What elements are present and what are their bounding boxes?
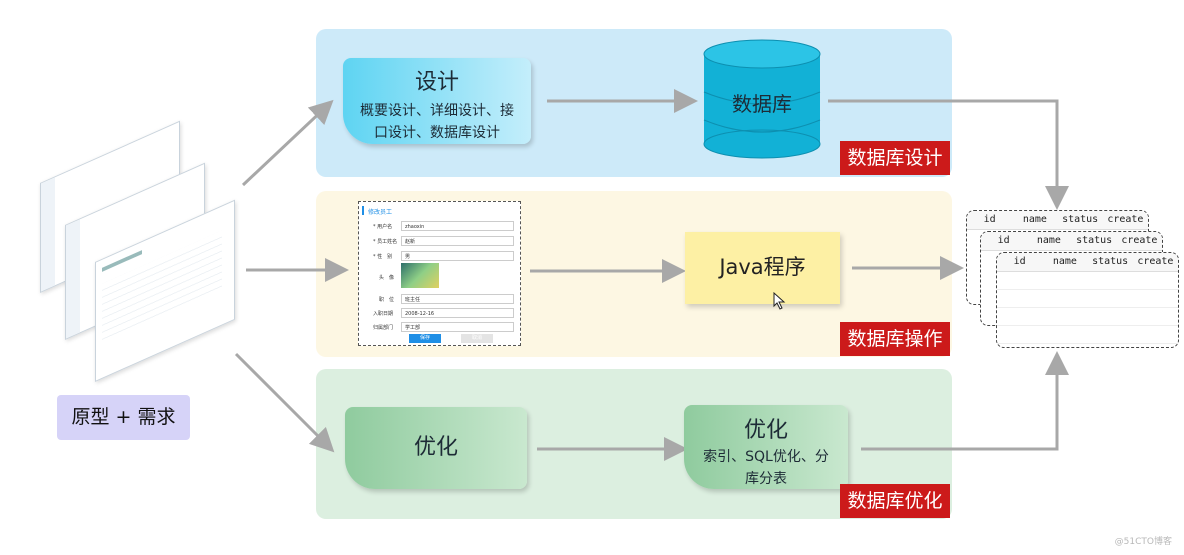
tag-database-design: 数据库设计 — [840, 141, 950, 175]
field-label: 职 位 — [379, 297, 395, 303]
table-row — [997, 272, 1178, 290]
design-card: 设计 概要设计、详细设计、接口设计、数据库设计 — [343, 58, 531, 144]
database-cylinder — [703, 39, 821, 159]
optimize-detail-title: 优化 — [743, 418, 788, 443]
field-label: 头 像 — [379, 275, 395, 281]
cursor-icon — [773, 292, 786, 310]
prototype-requirement-label: 原型 + 需求 — [57, 395, 190, 440]
optimize-detail-subtitle: 索引、SQL优化、分库分表 — [703, 449, 829, 487]
cancel-button[interactable]: 取消 — [461, 334, 493, 343]
name-input[interactable]: 赵新 — [401, 236, 514, 246]
arrow-to-design — [241, 99, 334, 187]
tag-database-operate: 数据库操作 — [840, 322, 950, 356]
arrow-to-optimize — [234, 352, 335, 453]
department-select[interactable]: 学工部 — [401, 322, 514, 332]
field-label: * 员工姓名 — [373, 239, 398, 245]
table-row — [997, 326, 1178, 344]
design-title: 设计 — [414, 70, 459, 95]
avatar-image[interactable] — [401, 263, 439, 288]
arrow-db-to-table — [828, 99, 1069, 210]
optimize-label: 优化 — [413, 435, 458, 460]
field-label: 归属部门 — [373, 325, 394, 331]
java-program-card: Java程序 — [685, 232, 840, 304]
form-title: 修改员工 — [368, 209, 393, 216]
employee-form: 修改员工 * 用户名 zhaoxin * 员工姓名 赵新 * 性 别 男 头 像… — [358, 201, 521, 346]
optimize-detail-card: 优化 索引、SQL优化、分库分表 — [684, 405, 848, 489]
gender-select[interactable]: 男 — [401, 251, 514, 261]
arrow-optimize-to-table — [861, 351, 1069, 451]
hire-date-input[interactable]: 2008-12-16 — [401, 308, 514, 318]
field-label: * 用户名 — [373, 224, 393, 230]
watermark: @51CTO博客 — [1114, 537, 1172, 547]
design-subtitle: 概要设计、详细设计、接口设计、数据库设计 — [360, 103, 514, 141]
tag-database-optimize: 数据库优化 — [840, 484, 950, 518]
database-label: 数据库 — [732, 92, 792, 116]
optimize-card: 优化 — [345, 407, 527, 489]
table-row — [997, 308, 1178, 326]
field-label: 入职日期 — [373, 311, 394, 317]
save-button[interactable]: 保存 — [409, 334, 441, 343]
field-label: * 性 别 — [373, 254, 393, 260]
username-input[interactable]: zhaoxin — [401, 221, 514, 231]
position-select[interactable]: 班主任 — [401, 294, 514, 304]
table-row — [997, 290, 1178, 308]
